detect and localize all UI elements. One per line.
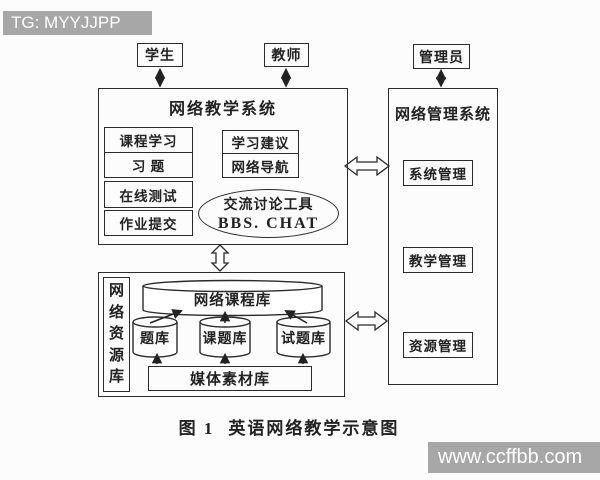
course-db-label: 网络课程库	[193, 292, 272, 309]
question-db-cylinder-top	[132, 316, 178, 328]
watermark-bottom-right: www.ccffbb.com	[428, 442, 600, 473]
figure-caption-number: 图 1	[178, 419, 215, 438]
module-system-management: 系统管理	[403, 160, 473, 186]
module-learning-advice: 学习建议	[222, 130, 299, 154]
module-web-navigation: 网络导航	[222, 153, 299, 178]
media-db-box: 媒体素材库	[148, 366, 312, 391]
test-db-label: 试题库	[281, 332, 326, 347]
management-system-title: 网络管理系统	[394, 106, 491, 123]
arrow-teaching-management	[343, 155, 391, 177]
teaching-system-box	[98, 88, 348, 245]
discussion-tool-line1: 交流讨论工具	[223, 198, 314, 213]
arrow-questiondb-coursedb	[149, 309, 183, 324]
discussion-tool-ellipse: 交流讨论工具 BBS. CHAT	[198, 189, 339, 238]
figure-caption: 图 1 英语网络教学示意图	[89, 414, 489, 438]
management-system-box	[388, 88, 498, 385]
course-db-cylinder-top	[142, 279, 323, 293]
module-online-test: 在线测试	[104, 181, 193, 208]
teaching-system-title: 网络教学系统	[168, 101, 277, 118]
actor-teacher: 教师	[264, 43, 309, 67]
actor-student: 学生	[137, 43, 183, 67]
watermark-top-left: TG: MYYJJPP	[3, 11, 152, 35]
module-homework-submit: 作业提交	[104, 210, 193, 236]
arrow-teaching-resource	[210, 244, 230, 272]
module-exercises: 习 题	[104, 152, 193, 178]
figure-caption-text: 英语网络教学示意图	[228, 419, 400, 438]
module-course-learning: 课程学习	[104, 127, 193, 153]
arrow-resource-management	[344, 310, 389, 332]
actor-admin: 管理员	[413, 44, 470, 69]
arrow-testdb-coursedb	[284, 309, 308, 324]
resource-library-side-label: 网络资源库	[103, 277, 130, 392]
course-db-cylinder	[142, 286, 323, 317]
module-teaching-management: 教学管理	[403, 247, 473, 273]
module-resource-management: 资源管理	[403, 332, 473, 358]
discussion-tool-line2: BBS. CHAT	[217, 215, 320, 232]
question-db-label: 题库	[140, 332, 170, 347]
topic-db-label: 课题库	[202, 332, 248, 347]
resource-library-box	[98, 272, 345, 397]
